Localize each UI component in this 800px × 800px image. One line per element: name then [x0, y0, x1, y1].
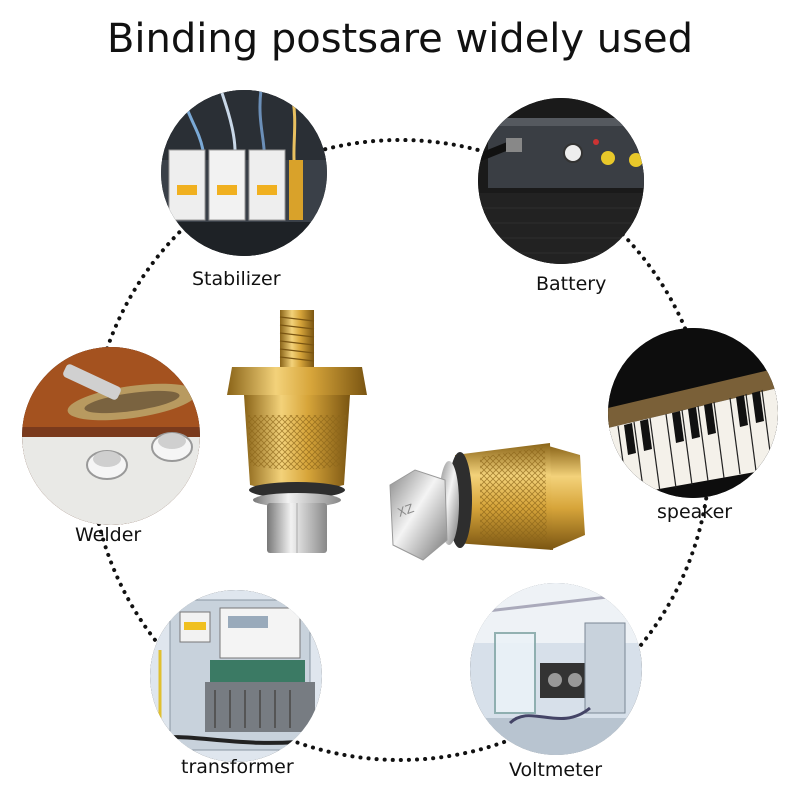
stabilizer-label: Stabilizer [192, 268, 281, 290]
battery-photo [478, 98, 644, 264]
transformer-label: transformer [181, 756, 294, 778]
speaker-label: speaker [657, 501, 733, 523]
welder-photo [22, 347, 200, 525]
stabilizer-photo [161, 90, 327, 256]
voltmeter-photo [470, 583, 642, 755]
welder-label: Welder [75, 524, 142, 546]
voltmeter-label: Voltmeter [509, 759, 603, 781]
transformer-photo [150, 590, 322, 762]
brass-binding-post-vertical [227, 310, 367, 553]
speaker-photo [608, 328, 778, 498]
battery-label: Battery [536, 273, 607, 295]
svg-text:XZ: XZ [396, 501, 416, 520]
brass-binding-post-tilted: XZ [389, 443, 585, 561]
page-title: Binding postsare widely used [106, 16, 693, 62]
